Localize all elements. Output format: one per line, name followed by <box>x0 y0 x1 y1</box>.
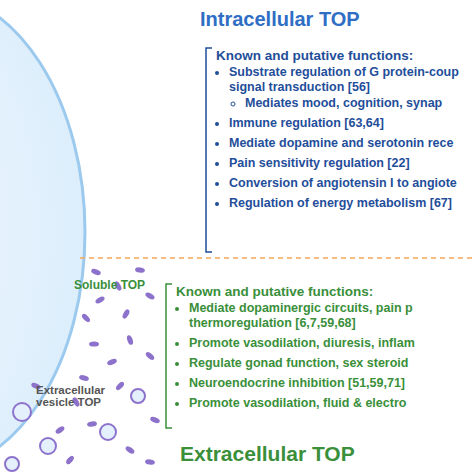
sub-list: Mediates mood, cognition, synap <box>229 96 472 111</box>
bullet-item: Regulate gonad function, sex steroid <box>189 356 472 371</box>
function-text: Pain sensitivity regulation [22] <box>229 156 472 171</box>
function-text: Neuroendocrine inhibition [51,59,71] <box>189 376 472 391</box>
function-text: Conversion of angiotensin I to angiote <box>229 176 472 191</box>
bullet-item: Mediate dopamine and serotonin rece <box>229 136 472 151</box>
function-list: Known and putative functions: Substrate r… <box>216 48 472 216</box>
function-text: Regulate gonad function, sex steroid <box>189 356 472 371</box>
bullet-item: Pain sensitivity regulation [22] <box>229 156 472 171</box>
function-text: Mediate dopaminergic circuits, pain p <box>189 301 472 316</box>
list-heading: Known and putative functions: <box>176 284 472 299</box>
bullet-item: Neuroendocrine inhibition [51,59,71] <box>189 376 472 391</box>
bullet-item: Promote vasodilation, diuresis, inflam <box>189 336 472 351</box>
section-title: Extracellular TOP <box>180 442 470 466</box>
sub-item: Mediates mood, cognition, synap <box>245 96 472 111</box>
soluble-top-particles <box>30 267 160 466</box>
function-text: signal transduction [56] <box>229 80 472 95</box>
bullet-item: Substrate regulation of G protein-coupsi… <box>229 65 472 111</box>
vesicle-label: Extracellular vesicle TOP <box>36 384 116 408</box>
section-title: Intracellular TOP <box>200 8 470 31</box>
bullet-item: Promote vasodilation, fluid & electro <box>189 396 472 411</box>
function-text: Promote vasodilation, fluid & electro <box>189 396 472 411</box>
bullet-item: Regulation of energy metabolism [67] <box>229 196 472 211</box>
function-text: Substrate regulation of G protein-coup <box>229 65 472 80</box>
bullet-item: Conversion of angiotensin I to angiote <box>229 176 472 191</box>
function-text: Mediate dopamine and serotonin rece <box>229 136 472 151</box>
bullet-list: Substrate regulation of G protein-coupsi… <box>216 65 472 211</box>
bullet-list: Mediate dopaminergic circuits, pain pthe… <box>176 301 472 411</box>
bullet-item: Immune regulation [63,64] <box>229 116 472 131</box>
function-text: Immune regulation [63,64] <box>229 116 472 131</box>
list-heading: Known and putative functions: <box>216 48 472 63</box>
bracket <box>206 48 212 252</box>
function-text: thermoregulation [6,7,59,68] <box>189 316 472 331</box>
bracket <box>166 284 172 428</box>
function-text: Mediates mood, cognition, synap <box>245 96 472 111</box>
membrane-divider <box>80 257 474 259</box>
function-list: Known and putative functions: Mediate dop… <box>176 284 472 416</box>
function-text: Regulation of energy metabolism [67] <box>229 196 472 211</box>
function-text: Promote vasodilation, diuresis, inflam <box>189 336 472 351</box>
particle-label: Soluble TOP <box>74 278 164 292</box>
bullet-item: Mediate dopaminergic circuits, pain pthe… <box>189 301 472 331</box>
